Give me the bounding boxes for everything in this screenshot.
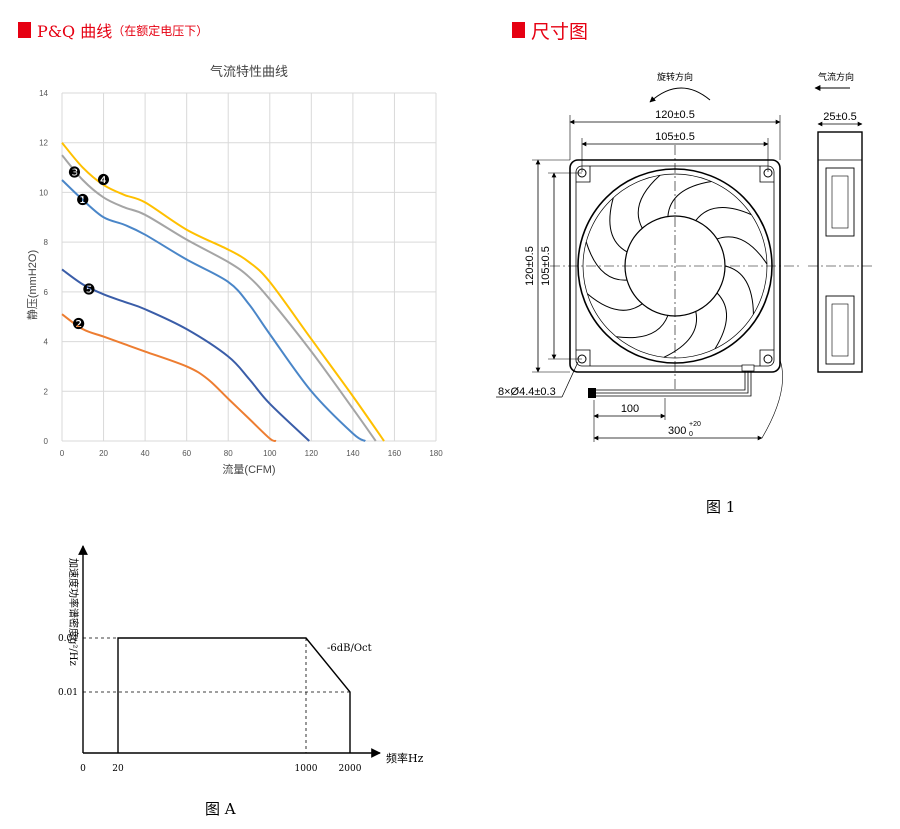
pq-y-tick-label: 12 <box>39 139 48 148</box>
pq-y-tick-label: 2 <box>44 387 49 396</box>
fan-blade <box>714 292 728 350</box>
rotation-arrow-icon <box>649 87 711 103</box>
wire-length-dim: 300 <box>668 425 686 437</box>
pq-y-tick-label: 0 <box>44 437 49 446</box>
fan-front-view <box>550 145 800 390</box>
fan-blade <box>586 293 643 311</box>
psd-x-tick-label: 1000 <box>295 764 318 774</box>
pq-series-label-2: ❷ <box>72 315 85 333</box>
pq-series-line-1 <box>61 179 366 442</box>
psd-y-ticks: 0.04 0.01 <box>58 634 78 698</box>
pq-series-lines <box>61 142 385 443</box>
overall-height-dim: 120±0.5 <box>524 246 536 286</box>
fan-dimension-drawing: 旋转方向 气流方向 120±0.5 105±0.5 120±0.5 105±0.… <box>496 71 872 442</box>
fan-blade <box>695 207 752 221</box>
rotation-direction-label: 旋转方向 <box>657 71 693 83</box>
pq-y-tick-label: 14 <box>39 89 48 98</box>
psd-x-tick-label: 20 <box>112 764 124 774</box>
pq-x-tick-label: 0 <box>60 449 65 458</box>
fan-blade <box>724 265 754 315</box>
psd-slope-annotation: -6dB/Oct <box>327 643 372 654</box>
psd-y-tick-label: 0.04 <box>58 634 78 644</box>
dimension-header-title: 尺寸图 <box>531 20 589 43</box>
psd-x-axis-label: 频率Hz <box>386 751 424 765</box>
fan-blade <box>667 181 712 217</box>
pq-x-tick-label: 120 <box>305 449 319 458</box>
pq-y-ticks: 0 2 4 6 8 10 12 14 <box>39 89 48 446</box>
fan-blade <box>637 174 661 229</box>
pq-x-tick-label: 80 <box>224 449 233 458</box>
psd-x-tick-label: 2000 <box>339 764 362 774</box>
airflow-direction-label: 气流方向 <box>818 71 854 83</box>
wire-strip-dim: 100 <box>621 403 639 415</box>
fan-side-view <box>808 131 872 373</box>
hole-spacing-height-dim: 105±0.5 <box>540 246 552 286</box>
psd-y-axis-label: 加速度功率谱密度g²/Hz <box>67 558 80 666</box>
pq-series-label-3: ❸ <box>68 164 81 182</box>
wire-tol-lower: 0 <box>689 431 693 438</box>
pq-x-tick-label: 140 <box>346 449 360 458</box>
pq-y-tick-label: 8 <box>44 238 49 247</box>
red-square-icon <box>18 22 31 38</box>
thickness-dim: 25±0.5 <box>823 111 857 123</box>
pq-x-tick-label: 60 <box>182 449 191 458</box>
pq-series-line-4 <box>61 142 385 442</box>
pq-series-line-2 <box>61 313 277 443</box>
pq-x-ticks: 0 20 40 60 80 100 120 140 160 180 <box>60 449 443 458</box>
figure-1-caption: 图 1 <box>706 498 736 516</box>
psd-x-tick-label: 0 <box>80 764 86 774</box>
pq-x-axis-label: 流量(CFM) <box>222 462 275 476</box>
fan-blade <box>585 241 628 281</box>
fan-blade <box>616 315 669 339</box>
figure-a-caption: 图 A <box>205 800 236 818</box>
pq-curve-chart: 气流特性曲线 0 2 4 6 8 10 12 14 0 20 40 60 80 100 120 140 160… <box>25 64 443 476</box>
pq-y-tick-label: 6 <box>44 288 49 297</box>
pq-series-label-5: ❺ <box>82 280 95 298</box>
pq-y-axis-label: 静压(mmH2O) <box>25 250 39 320</box>
pq-x-tick-label: 40 <box>141 449 150 458</box>
psd-guides <box>83 637 350 753</box>
psd-profile-line <box>117 637 351 753</box>
wire-tol-upper: +20 <box>689 421 701 428</box>
pq-chart-title: 气流特性曲线 <box>210 64 288 79</box>
hole-callout: 8×Ø4.4±0.3 <box>498 386 556 398</box>
psd-y-tick-label: 0.01 <box>58 688 78 698</box>
overall-width-dim: 120±0.5 <box>655 109 695 121</box>
pq-x-tick-label: 160 <box>388 449 402 458</box>
dimension-section-header: 尺寸图 <box>512 18 589 43</box>
pq-x-tick-label: 100 <box>263 449 277 458</box>
pq-y-tick-label: 10 <box>39 188 48 197</box>
pq-x-tick-label: 20 <box>99 449 108 458</box>
pq-series-label-1: ❶ <box>76 191 89 209</box>
fan-blade <box>716 236 768 265</box>
pq-header-subtitle: （在额定电压下） <box>112 23 209 38</box>
fan-wire <box>588 364 755 398</box>
pq-section-header: P&Q 曲线 （在额定电压下） <box>18 18 208 42</box>
pq-x-tick-label: 180 <box>429 449 443 458</box>
hole-spacing-width-dim: 105±0.5 <box>655 131 695 143</box>
red-square-icon <box>512 22 525 38</box>
pq-y-tick-label: 4 <box>44 338 49 347</box>
psd-x-ticks: 0 20 1000 2000 <box>80 764 362 774</box>
fan-blade <box>663 311 698 358</box>
pq-grid <box>61 92 437 442</box>
pq-header-title: P&Q 曲线 <box>37 22 113 41</box>
pq-series-line-5 <box>61 268 310 442</box>
pq-series-label-4: ❹ <box>97 171 110 189</box>
fan-blade <box>609 197 628 253</box>
pq-series-line-3 <box>61 154 377 442</box>
